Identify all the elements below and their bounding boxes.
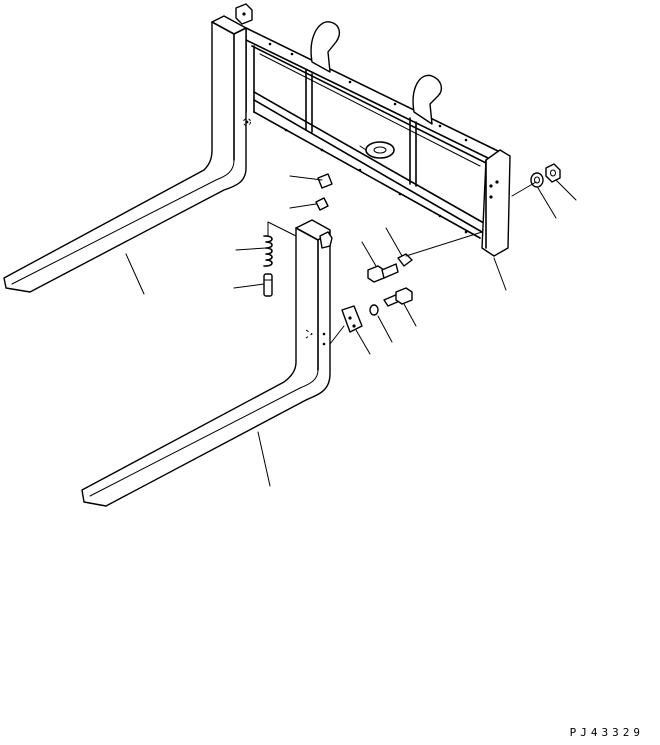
fork-upper-icon — [3, 15, 251, 293]
spring-icon — [263, 235, 273, 267]
pin-icon — [263, 273, 273, 297]
bolt-icon — [383, 287, 413, 307]
nut-icon — [530, 163, 561, 188]
washer-icon — [369, 253, 413, 316]
fork-lower-icon — [81, 219, 333, 507]
plate-icon — [341, 305, 363, 333]
leader-lines — [125, 175, 577, 487]
drawing-code-label: PJ43329 — [569, 726, 644, 739]
frame-icon — [235, 3, 511, 257]
bolt-icon — [367, 263, 399, 283]
key-icon — [315, 173, 333, 211]
